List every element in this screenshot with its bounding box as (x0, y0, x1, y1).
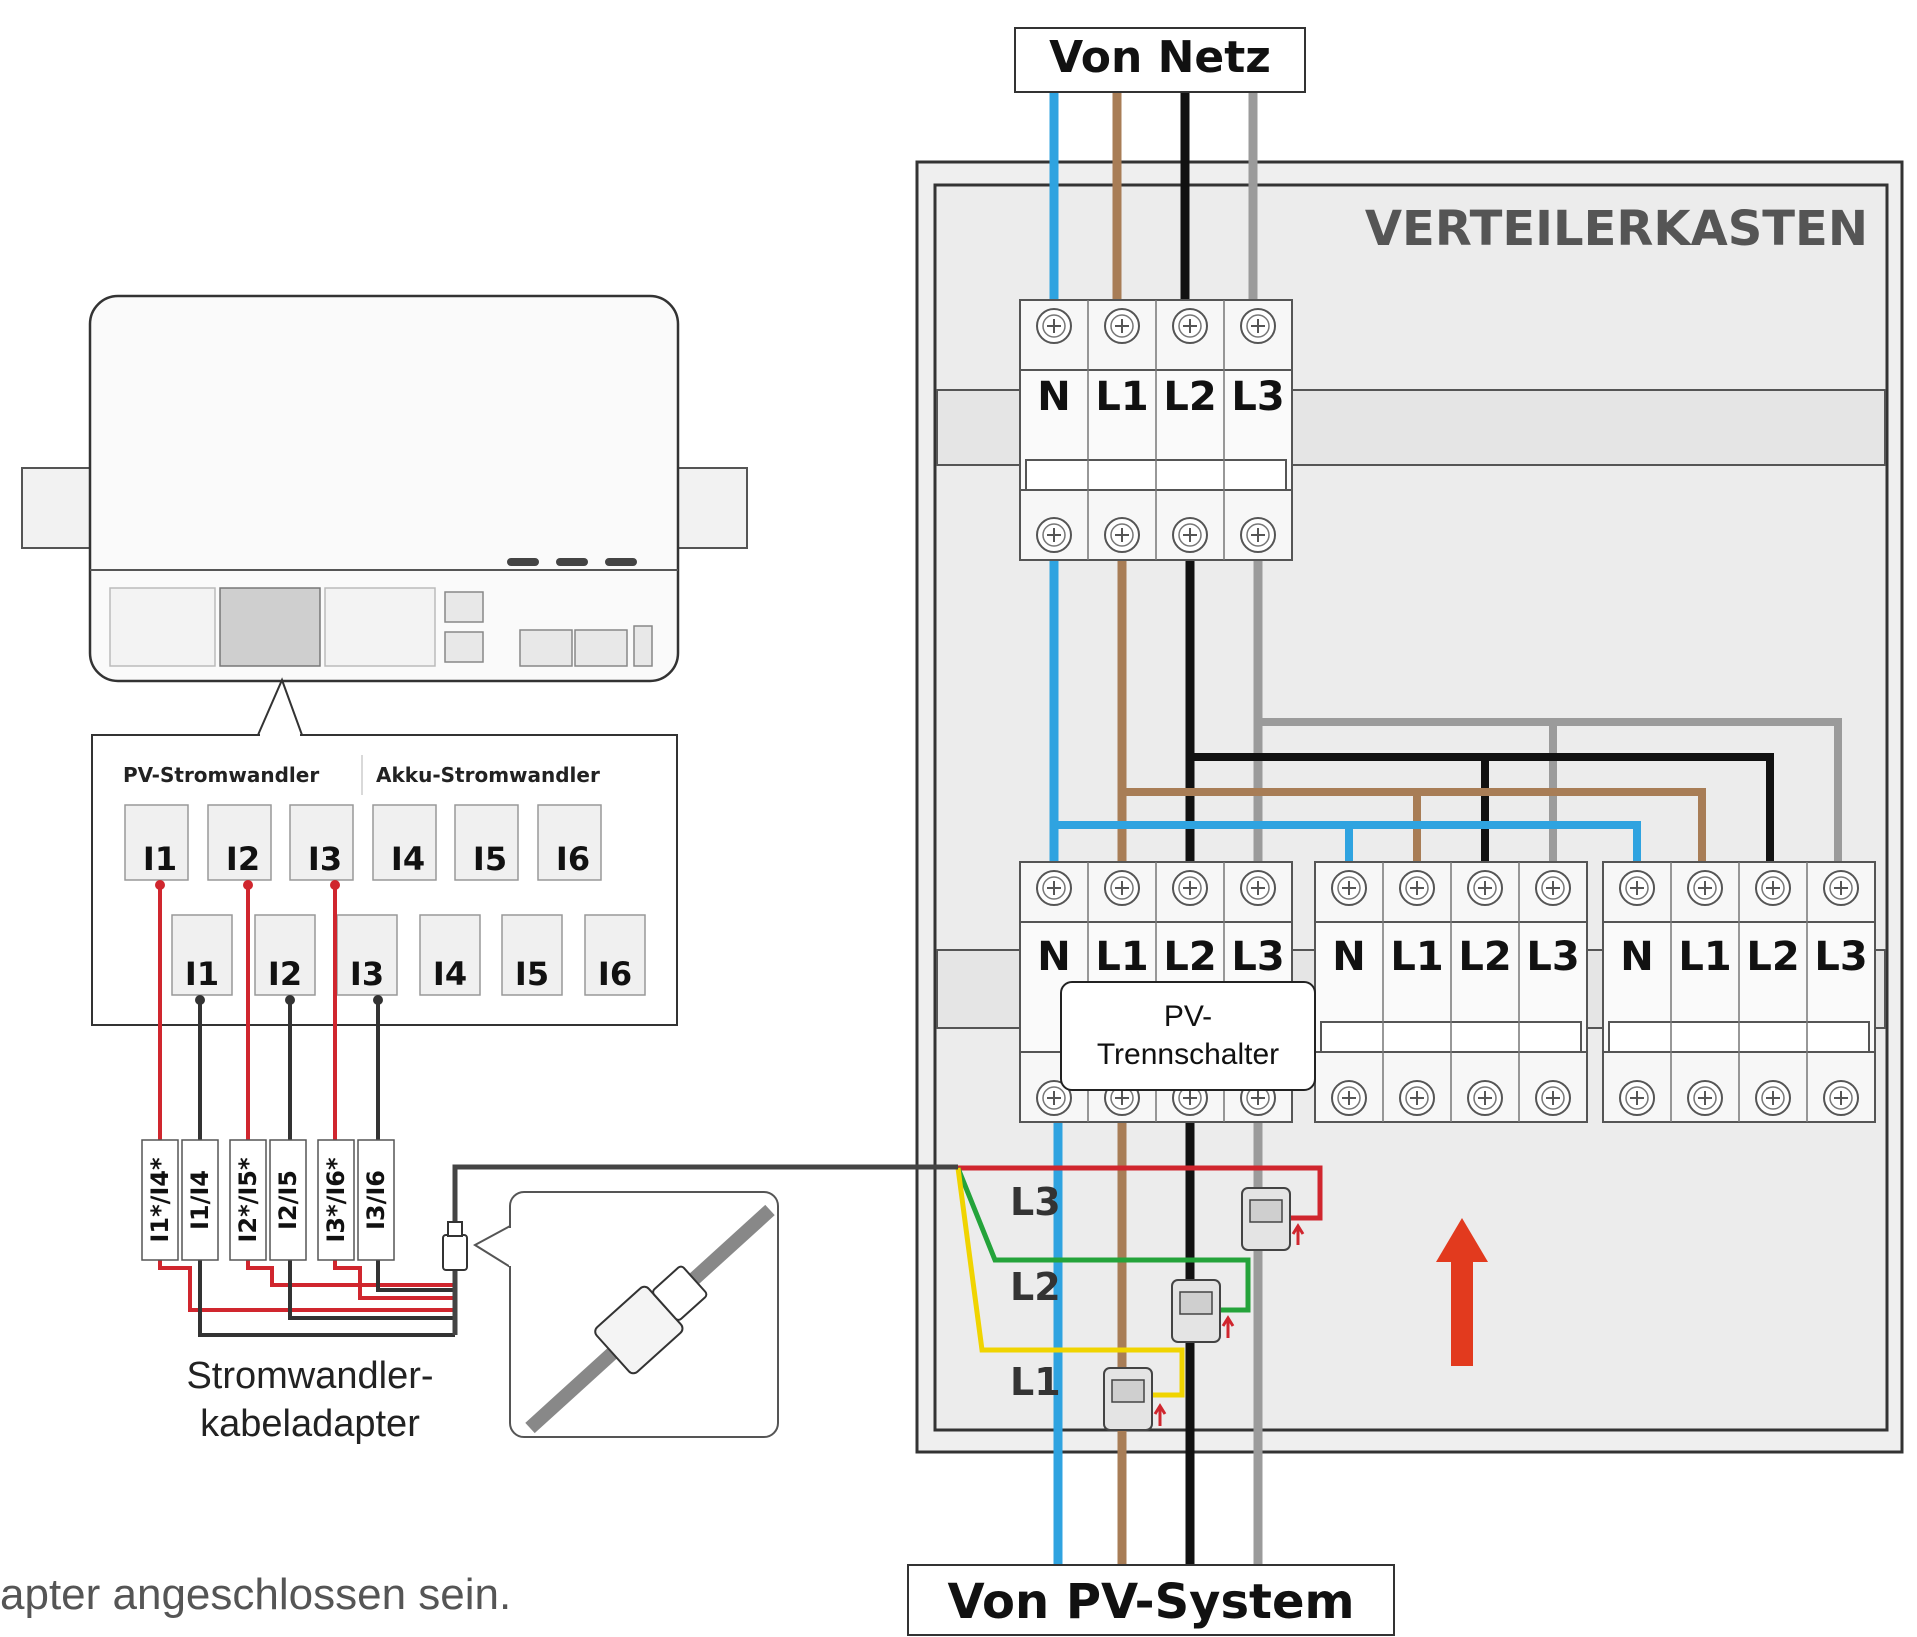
upper-port-i6: I6 (556, 840, 590, 878)
grid-label-box (1014, 27, 1306, 93)
zoom-pointer (257, 677, 303, 736)
pv-disconnect-callout: PV- Trennschalter (1060, 981, 1316, 1091)
ct-clamp-l3 (1241, 1187, 1305, 1251)
callout-line-1: PV- (1163, 1000, 1213, 1033)
upper-port-i2: I2 (226, 840, 260, 878)
lower-port-i5: I5 (515, 955, 549, 993)
upper-port-i3: I3 (308, 840, 342, 878)
ct-wire-l1 (955, 1167, 1185, 1398)
bus-black (1190, 753, 1774, 870)
upper-port-i4: I4 (391, 840, 425, 878)
main-breaker-label-l3: L3 (1231, 374, 1284, 420)
breaker-2: N L1 L2 L3 (1314, 861, 1588, 1123)
lower-port-i1: I1 (185, 955, 219, 993)
main-breaker-label-l2: L2 (1163, 374, 1216, 420)
current-direction-arrow (1436, 1218, 1488, 1366)
grid-label: Von Netz (1049, 32, 1271, 83)
cable-adapter-icon (442, 1221, 468, 1271)
breaker2-label-l1: L1 (1390, 934, 1443, 980)
main-breaker-label-n: N (1037, 374, 1070, 420)
phase-label-l1: L1 (1010, 1360, 1061, 1404)
lower-port-i2: I2 (268, 955, 302, 993)
main-breaker: N L1 L2 L3 (1019, 299, 1293, 561)
cable-tag-i3-i6: I3/I6 (362, 1170, 390, 1230)
adapter-zoom-image (525, 1204, 775, 1434)
akku-ct-title: Akku-Stromwandler (376, 763, 600, 787)
cable-tag-i1-i4: I1/I4 (186, 1170, 214, 1230)
footer-text: apter angeschlossen sein. (0, 1570, 512, 1619)
breaker3-label-n: N (1620, 934, 1653, 980)
pv-label-box (907, 1564, 1395, 1636)
pv-ct-title: PV-Stromwandler (123, 763, 319, 787)
pv-breaker-label-l1: L1 (1095, 934, 1148, 980)
phase-label-l2: L2 (1010, 1265, 1061, 1309)
adapter-label-line-2: kabeladapter (200, 1403, 420, 1445)
upper-port-i1: I1 (143, 840, 177, 878)
cable-tag-i3-i6-star: I3*/I6* (322, 1157, 350, 1243)
upper-ports (124, 804, 602, 881)
pv-label: Von PV-System (947, 1574, 1354, 1630)
adapter-zoom-pointer (473, 1223, 513, 1270)
upper-port-i5: I5 (473, 840, 507, 878)
box-title: VERTEILERKASTEN (1365, 201, 1868, 257)
lower-port-i4: I4 (433, 955, 467, 993)
pv-breaker-label-l3: L3 (1231, 934, 1284, 980)
ct-clamp-l1 (1103, 1367, 1167, 1431)
pv-breaker-label-n: N (1037, 934, 1070, 980)
lower-port-i6: I6 (598, 955, 632, 993)
pv-breaker-label-l2: L2 (1163, 934, 1216, 980)
ct-wire-l3 (958, 1165, 1323, 1221)
breaker2-label-l3: L3 (1526, 934, 1579, 980)
callout-line-2: Trennschalter (1096, 1038, 1280, 1071)
adapter-label-line-1: Stromwandler- (186, 1355, 434, 1397)
bus-brown (1122, 788, 1706, 870)
cable-tag-i2-i5-star: I2*/I5* (234, 1157, 262, 1243)
lower-port-i3: I3 (350, 955, 384, 993)
phase-label-l3: L3 (1010, 1180, 1061, 1224)
breaker3-label-l1: L1 (1678, 934, 1731, 980)
breaker-3: N L1 L2 L3 (1602, 861, 1876, 1123)
breaker2-label-l2: L2 (1458, 934, 1511, 980)
adapter-cable (452, 1164, 958, 1335)
cable-tag-i1-i4-star: I1*/I4* (146, 1157, 174, 1243)
ct-clamp-l2 (1171, 1279, 1235, 1343)
meter-device (21, 294, 748, 683)
breaker3-label-l3: L3 (1814, 934, 1867, 980)
ct-wire-l2 (955, 1167, 1251, 1313)
lower-ports (171, 914, 646, 996)
bus-gray (1258, 718, 1842, 870)
cable-tags (141, 1139, 395, 1261)
cable-tag-i2-i5: I2/I5 (274, 1170, 302, 1230)
bus-blue (1054, 821, 1641, 870)
main-breaker-label-l1: L1 (1095, 374, 1148, 420)
breaker3-label-l2: L2 (1746, 934, 1799, 980)
adapter-label: Stromwandler- kabeladapter (140, 1352, 480, 1448)
breaker2-label-n: N (1332, 934, 1365, 980)
